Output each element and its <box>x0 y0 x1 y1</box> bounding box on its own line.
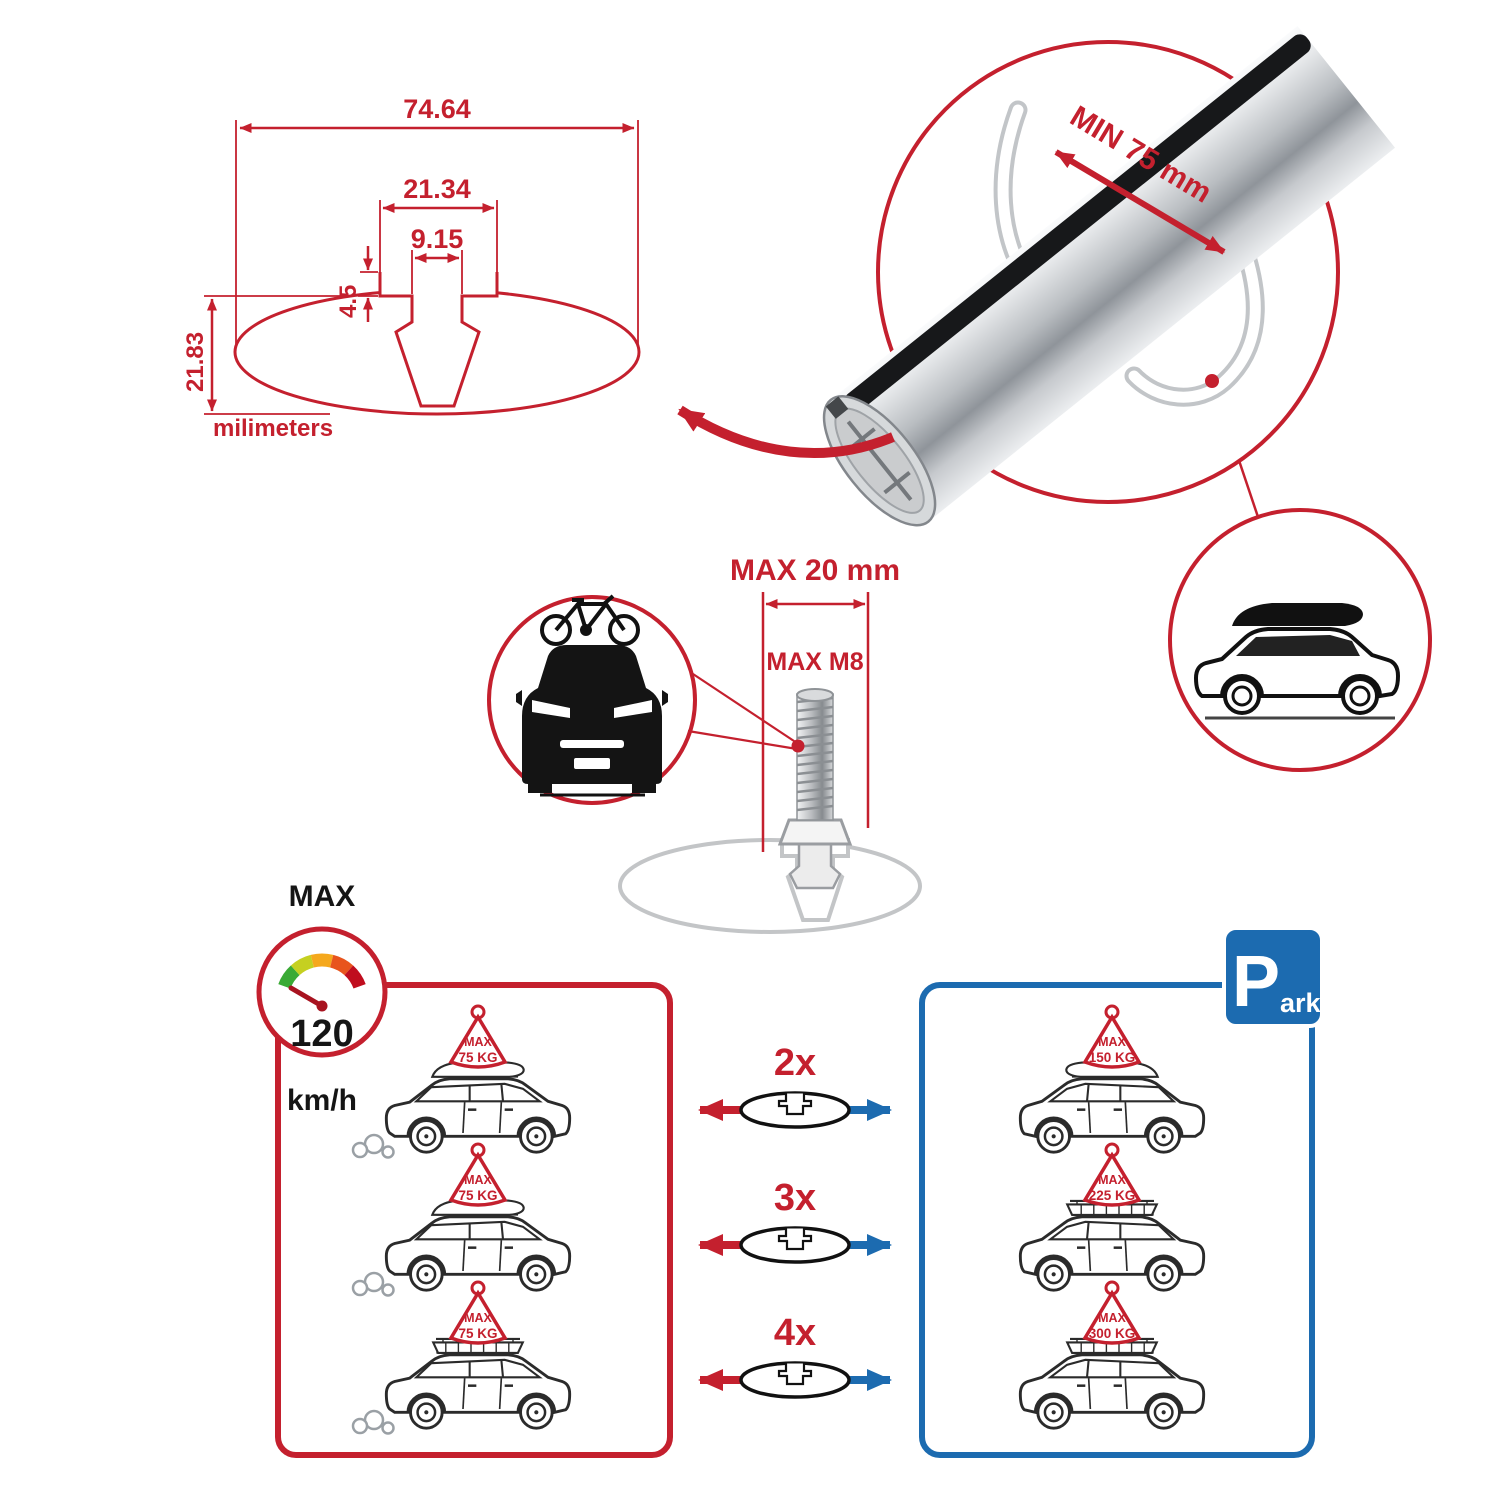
roof-box-car-circle <box>1168 508 1432 772</box>
driving-car-row-3: MAX 75 KG <box>351 1280 572 1435</box>
car-front-icon <box>516 645 668 797</box>
profile-cross-section-diagram: 74.64 21.34 9.15 21.83 4.5 milimeters <box>182 94 641 442</box>
load-tag: MAX 75 KG <box>448 1004 508 1069</box>
dimension-slot-inner: 9.15 <box>411 224 464 254</box>
svg-text:150 KG: 150 KG <box>1089 1050 1136 1065</box>
svg-text:MAX: MAX <box>1098 1311 1126 1325</box>
gray-profile-slot <box>780 838 850 922</box>
parked-car-row-3: MAX 300 KG <box>1018 1280 1206 1430</box>
bolt-anchor-dot <box>791 739 805 753</box>
svg-text:MAX: MAX <box>1098 1173 1126 1187</box>
svg-text:300 KG: 300 KG <box>1089 1326 1136 1341</box>
speedometer-needle <box>288 985 325 1009</box>
profile-slot-mask <box>380 272 497 406</box>
load-tag: MAX 225 KG <box>1082 1142 1142 1207</box>
bike-carrier-circle <box>487 594 697 805</box>
park-sign-letter: P <box>1232 942 1280 1022</box>
speed-max-label: MAX <box>289 880 356 913</box>
bicycle-icon <box>540 594 640 646</box>
crossbar-section-icon <box>739 1226 851 1264</box>
svg-text:75 KG: 75 KG <box>458 1326 497 1341</box>
svg-text:75 KG: 75 KG <box>458 1050 497 1065</box>
gray-profile-ellipse <box>618 838 922 934</box>
svg-text:MAX: MAX <box>1098 1035 1126 1049</box>
load-tag: MAX 75 KG <box>448 1142 508 1207</box>
roof-box-icon <box>1232 603 1363 626</box>
bolt-collar <box>777 818 853 846</box>
driving-car-row-2: MAX 75 KG <box>351 1142 572 1297</box>
speed-units: km/h <box>287 1084 357 1117</box>
svg-text:MAX: MAX <box>464 1173 492 1187</box>
dimension-slot-outer: 21.34 <box>403 174 471 204</box>
bolt-max-thread-label: MAX M8 <box>766 648 863 676</box>
svg-text:75 KG: 75 KG <box>458 1188 497 1203</box>
load-tag: MAX 150 KG <box>1082 1004 1142 1069</box>
load-tag: MAX 300 KG <box>1082 1280 1142 1345</box>
load-tag: MAX 75 KG <box>448 1280 508 1345</box>
photo-to-diagram-arrow <box>677 405 895 458</box>
speed-value: 120 <box>290 1013 353 1055</box>
parked-car-row-2: MAX 225 KG <box>1018 1142 1206 1292</box>
svg-text:MAX: MAX <box>464 1035 492 1049</box>
bar-quantity-row-3: 4x <box>698 1312 892 1399</box>
driving-car-row-1: MAX 75 KG <box>351 1004 572 1159</box>
svg-text:225 KG: 225 KG <box>1089 1188 1136 1203</box>
hook-anchor-dot <box>1205 374 1219 388</box>
park-sign-suffix: ark <box>1280 988 1322 1018</box>
bolt-t-head <box>788 842 842 890</box>
dimension-total-width: 74.64 <box>403 94 471 124</box>
dimension-total-height: 21.83 <box>182 332 209 392</box>
svg-text:MAX: MAX <box>464 1311 492 1325</box>
bar-quantity-row-2: 3x <box>698 1177 892 1264</box>
crossbar-section-icon <box>739 1361 851 1399</box>
quantity-label: 4x <box>774 1312 816 1354</box>
profile-t-slot <box>378 272 499 408</box>
dimension-lip-depth: 4.5 <box>335 285 362 318</box>
min-span-arrow <box>1054 149 1226 255</box>
quantity-label: 3x <box>774 1177 816 1219</box>
crossbar-photo-circle: MIN 75 mm <box>822 25 1396 527</box>
speedometer-dial <box>256 926 388 1058</box>
bolt-max-width-label: MAX 20 mm <box>730 554 900 587</box>
park-sign: P ark <box>1222 926 1324 1028</box>
crossbar-section-icon <box>739 1091 851 1129</box>
bar-quantity-row-1: 2x <box>698 1042 892 1129</box>
speedometer: MAX 120 km/h <box>256 880 388 1117</box>
bolt-diagram: MAX 20 mm MAX M8 <box>618 554 922 934</box>
quantity-label: 2x <box>774 1042 816 1084</box>
units-label: milimeters <box>213 415 333 442</box>
parked-car-row-1: MAX 150 KG <box>1018 1004 1206 1154</box>
